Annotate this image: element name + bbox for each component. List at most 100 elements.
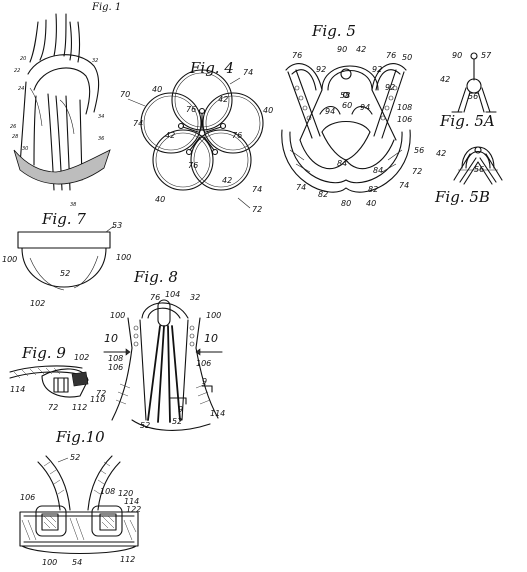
fig7-ref: 102 [30,299,45,308]
fig8-title: Fig. 8 [133,268,178,286]
figure-8: Fig. 8 76 104 32 100 10 [96,268,225,431]
fig4-ref: 74 [243,68,253,77]
fig4-rosette [140,69,264,191]
fig4-ref: 40 [152,85,162,94]
fig10-ref: 100 [42,558,57,567]
fig5-ref: 94 [360,103,370,112]
fig4-ref: 42 [165,131,175,140]
fig5b-ref: 56 [474,165,484,174]
fig8-ref: 108 [108,354,123,363]
figure-10: Fig.10 52 106 108 120 114 122 100 54 112 [19,428,141,567]
fig9-ref: 114 [10,385,25,394]
fig4-ref: 42 [218,95,228,104]
fig5-ref: 72 [412,167,422,176]
fig8-post-top [141,302,189,319]
fig10-title: Fig.10 [55,428,105,446]
fig4-ref: 74 [133,119,143,128]
fig4-title: Fig. 4 [189,59,234,77]
fig10-right-leaflet [87,455,113,511]
fig5-ref: 92 [372,65,382,74]
fig8-section-10 [103,348,223,356]
fig8-ref: 100 [110,311,125,320]
fig4-ref: 76 [186,105,196,114]
fig8-section-9 [169,385,213,405]
fig1-ref: 34 [98,114,104,120]
fig5-ref: 42 [356,45,366,54]
fig8-ref: 100 [206,311,221,320]
fig5-ref: 74 [296,183,306,192]
fig1-ref: 28 [12,134,18,140]
fig1-ref: 32 [92,58,98,64]
fig1-ref: 26 [10,124,16,130]
fig7-ref: 100 [2,255,17,264]
fig4-ref: 70 [120,90,130,99]
fig5a-ref: 90 [452,51,462,60]
fig1-ascending [19,81,27,166]
fig5-ref: 106 [397,115,412,124]
fig1-ref: 36 [98,136,104,142]
fig7-ref: 100 [116,253,131,262]
fig5-ref: 84 [373,166,383,175]
fig5b-ref: 42 [436,149,446,158]
fig1-ref: 38 [70,202,76,208]
fig9-ref: 110 [90,395,105,404]
fig4-ref: 76 [188,161,198,170]
figure-9: Fig. 9 102 114 72 112 110 [9,344,105,412]
fig4-ref: 76 [232,131,242,140]
fig10-right-block [91,505,123,537]
fig7-title: Fig. 7 [41,210,86,228]
fig8-ref: 9 [202,377,207,386]
fig1-ref: 30 [22,146,28,152]
fig7-leaflet [21,247,107,288]
fig8-ref: 52 [140,421,150,430]
fig5-ref: 84 [337,159,347,168]
fig8-ref: 106 [108,363,123,372]
fig5-ref: 76 [386,51,396,60]
fig5-top-arch [321,65,379,91]
fig1-branch-right [69,21,73,61]
fig4-ref: 72 [252,205,262,214]
fig4-ref: 42 [222,176,232,185]
fig8-ref: 32 [190,293,200,302]
fig8-ref: 10 [204,332,218,345]
fig10-ref: 114 [124,497,139,506]
fig5b-title: Fig. 5B [434,188,490,206]
fig7-cuff [17,231,111,249]
fig1-ref: 20 [20,56,26,62]
fig5-eyelet [340,68,352,80]
fig1-title: Fig. 1 [91,2,121,13]
fig4-ref: 74 [252,185,262,194]
fig5-right-petal [371,63,407,141]
fig5-ref: 82 [318,190,328,199]
fig10-ref: 122 [126,505,141,514]
fig1-ref: 22 [14,68,20,74]
fig10-ref: 54 [72,558,82,567]
figure-1: Fig. 1 20 22 24 26 28 30 32 34 36 38 [10,2,121,208]
fig9-ref: 102 [74,353,89,362]
fig8-ref: 114 [210,409,225,418]
fig7-ref: 53 [112,221,122,230]
fig9-title: Fig. 9 [21,344,66,362]
fig4-ref: 40 [155,195,165,204]
fig5-ref: 90 [337,45,347,54]
figure-5a: 90 57 42 56 Fig. 5A [439,51,497,130]
fig1-arch [27,54,100,113]
fig10-ref: 120 [118,489,133,498]
fig1-branch-left [29,21,39,63]
fig5-bottom-loop [281,129,411,193]
fig8-spokes [147,325,181,423]
fig5-ref: 80 [341,199,351,208]
fig9-cuff [41,368,89,398]
fig4-ref: 40 [263,106,273,115]
fig5-ref: 94 [325,107,335,116]
fig8-ref: 106 [196,359,211,368]
fig8-ref: 76 [150,293,160,302]
fig5-ref: 50 [402,53,412,62]
fig5-ref: 74 [399,181,409,190]
fig5-ref: 82 [368,185,378,194]
fig10-ref: 106 [20,493,35,502]
fig1-ventricle [13,149,111,185]
fig5a-ref: 42 [440,75,450,84]
fig5-ref: 58 [340,91,350,100]
fig4-spokes [177,107,227,156]
